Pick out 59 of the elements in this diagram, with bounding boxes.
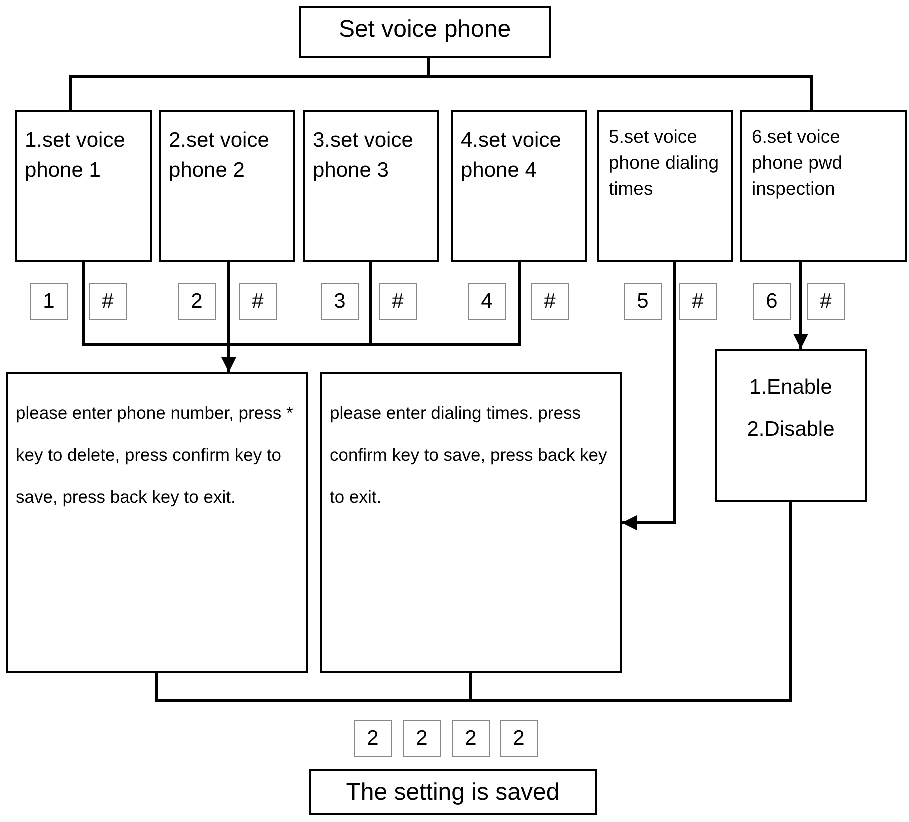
- arrow: [794, 262, 808, 349]
- key-box: [679, 283, 717, 320]
- menu-option-box: [303, 110, 439, 262]
- key-label: #: [392, 291, 404, 312]
- key-label: 6: [766, 291, 778, 312]
- key-label: #: [544, 291, 556, 312]
- option-box: [715, 349, 867, 502]
- menu-box: [299, 6, 551, 58]
- key-label: 5: [637, 291, 649, 312]
- box-text: 1.set voice phone 1: [25, 128, 126, 184]
- key-box: [531, 283, 569, 320]
- box-text: please enter dialing times. press confirm key to save, press back key to exit.: [330, 402, 608, 509]
- box-text: 5.set voice phone dialing times: [609, 125, 720, 201]
- key-box: [239, 283, 277, 320]
- key-box: [624, 283, 662, 320]
- box-text: 4.set voice phone 4: [461, 128, 562, 184]
- key-box: [500, 720, 538, 757]
- key-box: [452, 720, 490, 757]
- connector-line: [428, 58, 814, 110]
- key-box: [30, 283, 68, 320]
- menu-option-box: [597, 110, 733, 262]
- key-label: 4: [481, 291, 493, 312]
- box-text: Set voice phone: [338, 16, 512, 45]
- key-label: #: [102, 291, 114, 312]
- key-label: 2: [465, 728, 477, 749]
- key-box: [178, 283, 216, 320]
- menu-box: [309, 769, 597, 815]
- key-label: 2: [191, 291, 203, 312]
- key-box: [403, 720, 441, 757]
- key-box: [354, 720, 392, 757]
- key-label: 2: [513, 728, 525, 749]
- key-box: [379, 283, 417, 320]
- menu-option-box: [451, 110, 587, 262]
- box-text: 2.Disable: [746, 417, 836, 443]
- prompt-box: [6, 372, 308, 673]
- box-text: 6.set voice phone pwd inspection: [752, 125, 844, 201]
- prompt-box: [320, 372, 622, 673]
- key-label: 2: [367, 728, 379, 749]
- key-label: 3: [334, 291, 346, 312]
- menu-option-box: [740, 110, 907, 262]
- box-text: 1.Enable: [748, 375, 834, 401]
- key-box: [89, 283, 127, 320]
- box-text: The setting is saved: [345, 779, 561, 808]
- key-box: [468, 283, 506, 320]
- key-box: [321, 283, 359, 320]
- box-text: please enter phone number, press * key to delete, press confirm key to save, press back key to exit.: [16, 402, 294, 509]
- arrow: [222, 262, 522, 372]
- key-label: #: [692, 291, 704, 312]
- key-box: [807, 283, 845, 320]
- box-text: 3.set voice phone 3: [313, 128, 414, 184]
- menu-option-box: [15, 110, 152, 262]
- box-text: 2.set voice phone 2: [169, 128, 270, 184]
- key-label: #: [252, 291, 264, 312]
- arrow: [622, 262, 676, 530]
- key-label: 2: [416, 728, 428, 749]
- key-label: #: [820, 291, 832, 312]
- key-label: 1: [43, 291, 55, 312]
- menu-option-box: [159, 110, 295, 262]
- key-box: [753, 283, 791, 320]
